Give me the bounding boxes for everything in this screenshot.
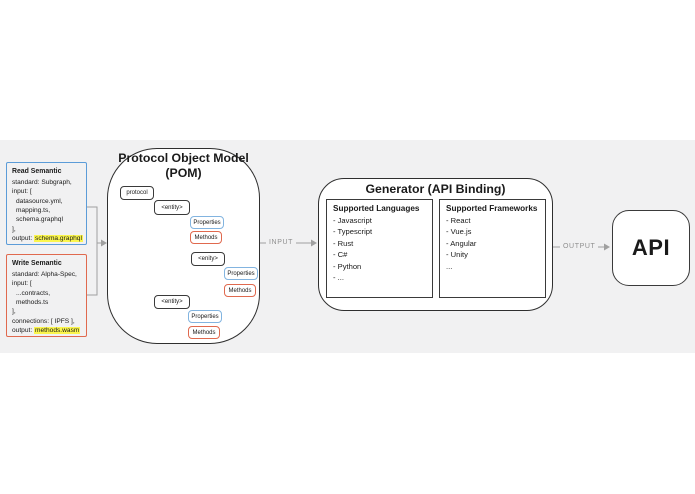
supported-languages-box: Supported Languages - Javascript - Types… <box>326 199 433 298</box>
api-box: API <box>612 210 690 286</box>
output-flow-label: OUTPUT <box>560 243 599 250</box>
read-semantic-box: Read Semantic standard: Subgraph, input:… <box>6 162 87 245</box>
pom-title-line1: Protocol Object Model <box>118 151 249 165</box>
output-label: output: <box>12 234 33 242</box>
write-semantic-title: Write Semantic <box>12 260 62 267</box>
language-item: - Python <box>333 261 362 271</box>
write-semantic-line: standard: Alpha-Spec, <box>12 270 77 278</box>
framework-item: - Unity <box>446 250 468 260</box>
framework-item: ... <box>446 261 453 271</box>
write-semantic-line: input: [ <box>12 280 32 288</box>
supported-frameworks-title: Supported Frameworks <box>446 204 538 213</box>
output-label: output: <box>12 326 33 334</box>
framework-item: - React <box>446 216 471 225</box>
write-semantic-line: ...contracts, <box>16 289 51 297</box>
tree-node-properties-3: Properties <box>188 310 222 323</box>
read-semantic-title: Read Semantic <box>12 168 62 175</box>
highlighted-output-value: methods.wasm <box>34 326 81 334</box>
write-semantic-output-line: output: methods.wasm <box>12 326 81 335</box>
input-flow-label: INPUT <box>266 239 296 246</box>
tree-node-properties-1: Properties <box>190 216 224 229</box>
highlighted-output-value: schema.graphql <box>34 234 83 242</box>
tree-node-methods-2: Methods <box>224 284 256 297</box>
read-semantic-line: standard: Subgraph, <box>12 178 72 186</box>
write-semantic-line: connections: [ IPFS ], <box>12 317 75 325</box>
read-semantic-output-line: output: schema.graphql <box>12 234 83 243</box>
read-semantic-line: input: [ <box>12 188 32 196</box>
tree-node-methods-1: Methods <box>190 231 222 244</box>
language-item: - Javascript <box>333 216 372 225</box>
tree-node-protocol: protocol <box>120 186 154 200</box>
tree-node-entity-2: <enity> <box>191 252 225 266</box>
tree-node-entity-3: <entity> <box>154 295 190 309</box>
supported-frameworks-box: Supported Frameworks - React - Vue.js - … <box>439 199 546 298</box>
generator-title: Generator (API Binding) <box>365 182 506 196</box>
language-item: - Typescript <box>333 227 373 237</box>
tree-node-properties-2: Properties <box>224 267 258 280</box>
write-semantic-box: Write Semantic standard: Alpha-Spec, inp… <box>6 254 87 337</box>
read-semantic-line: schema.graphql <box>16 216 63 224</box>
pom-title-line2: (POM) <box>165 166 202 180</box>
language-item: - Rust <box>333 238 354 248</box>
read-semantic-line: mapping.ts, <box>16 206 51 214</box>
pom-title: Protocol Object Model (POM) <box>107 151 260 181</box>
read-semantic-line: ], <box>12 225 16 233</box>
read-semantic-line: datasource.yml, <box>16 197 63 205</box>
tree-node-methods-3: Methods <box>188 326 220 339</box>
language-item: - ... <box>333 273 344 283</box>
tree-node-entity-1: <entity> <box>154 200 190 215</box>
write-semantic-line: methods.ts <box>16 298 49 306</box>
framework-item: - Vue.js <box>446 227 472 237</box>
pom-container <box>107 148 260 344</box>
framework-item: - Angular <box>446 238 477 248</box>
language-item: - C# <box>333 250 348 260</box>
write-semantic-line: ], <box>12 308 16 316</box>
supported-languages-title: Supported Languages <box>333 204 420 213</box>
